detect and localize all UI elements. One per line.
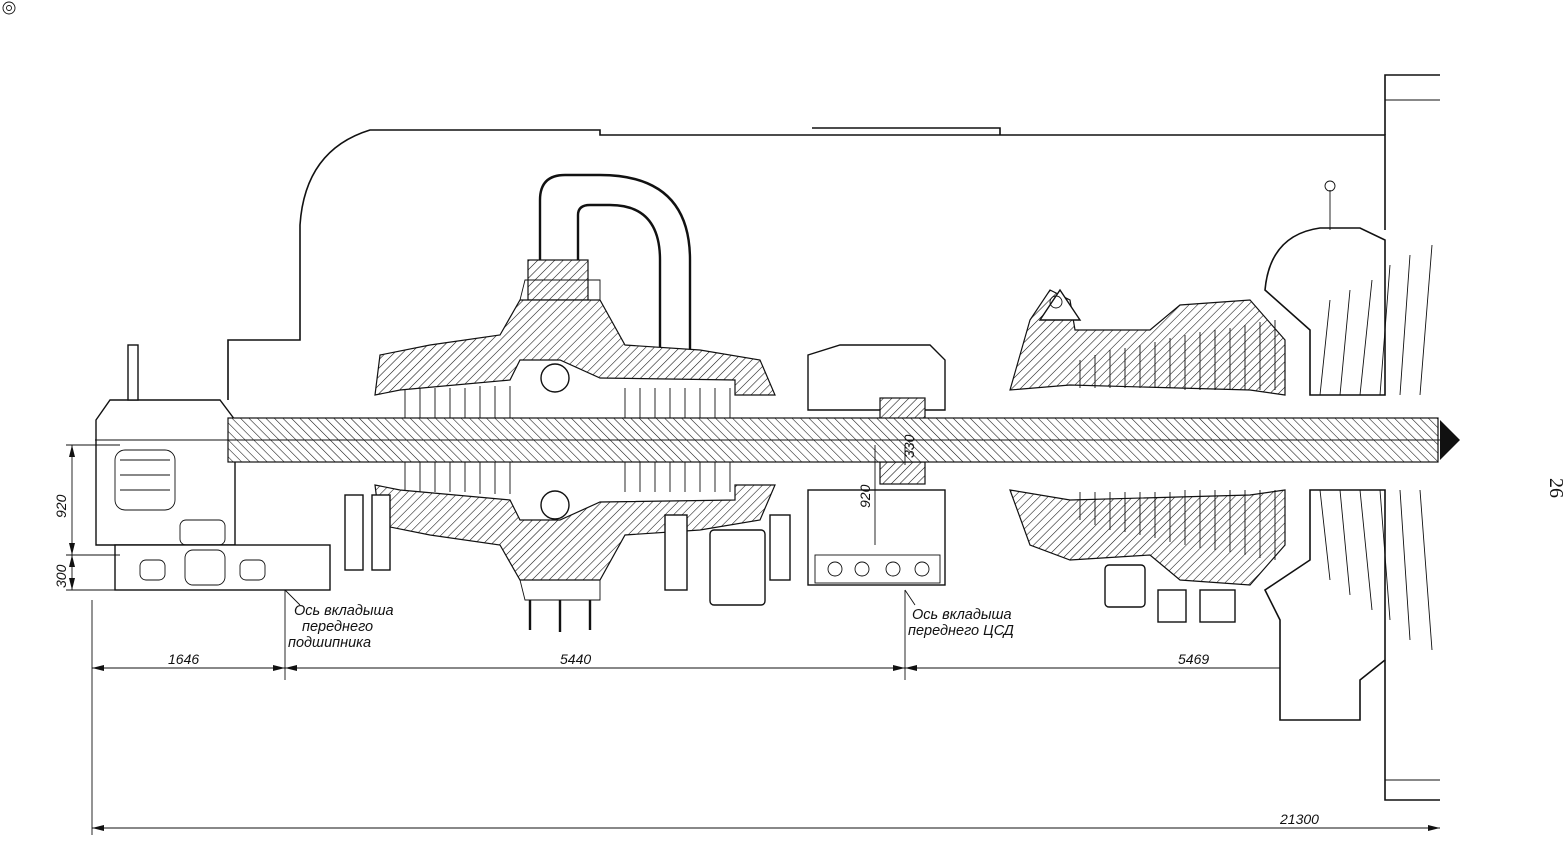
note-front-bearing-line-3: подшипника xyxy=(288,635,371,651)
dim-base-height: 300 xyxy=(53,564,69,588)
dim-front-offset: 1646 xyxy=(168,651,199,667)
dim-shaft-clearance: 330 xyxy=(901,434,917,458)
note-ipc-bearing-axis: Ось вкладыша переднего ЦСД xyxy=(908,607,1014,639)
dim-center-height: 920 xyxy=(857,484,873,508)
note-front-bearing-line-1: Ось вкладыша xyxy=(294,603,394,619)
front-bearing-housing xyxy=(95,344,331,591)
hp-rotor-blades xyxy=(404,363,731,520)
note-ipc-bearing-line-1: Ось вкладыша xyxy=(912,607,1012,623)
copyright-icon xyxy=(2,1,16,15)
direction-arrow-icon xyxy=(1440,420,1460,460)
note-ipc-bearing-line-2: переднего ЦСД xyxy=(908,623,1014,639)
hp-cylinder xyxy=(374,279,776,632)
ip-cylinder xyxy=(1009,288,1286,623)
dim-bearing-span: 5440 xyxy=(560,651,591,667)
page-number: 26 xyxy=(1545,478,1567,498)
middle-bearing-block xyxy=(807,344,946,586)
dim-rear-span: 5469 xyxy=(1178,651,1209,667)
dimension-lines xyxy=(66,444,1440,835)
dim-shaft-height: 920 xyxy=(53,494,69,518)
note-front-bearing-line-2: переднего xyxy=(302,619,373,635)
note-front-bearing-axis: Ось вкладыша переднего подшипника xyxy=(288,603,394,651)
lp-cylinder xyxy=(1263,74,1440,801)
dim-overall-length: 21300 xyxy=(1279,811,1319,827)
main-shaft xyxy=(95,417,1460,463)
hp-support-pedestals xyxy=(344,494,791,606)
